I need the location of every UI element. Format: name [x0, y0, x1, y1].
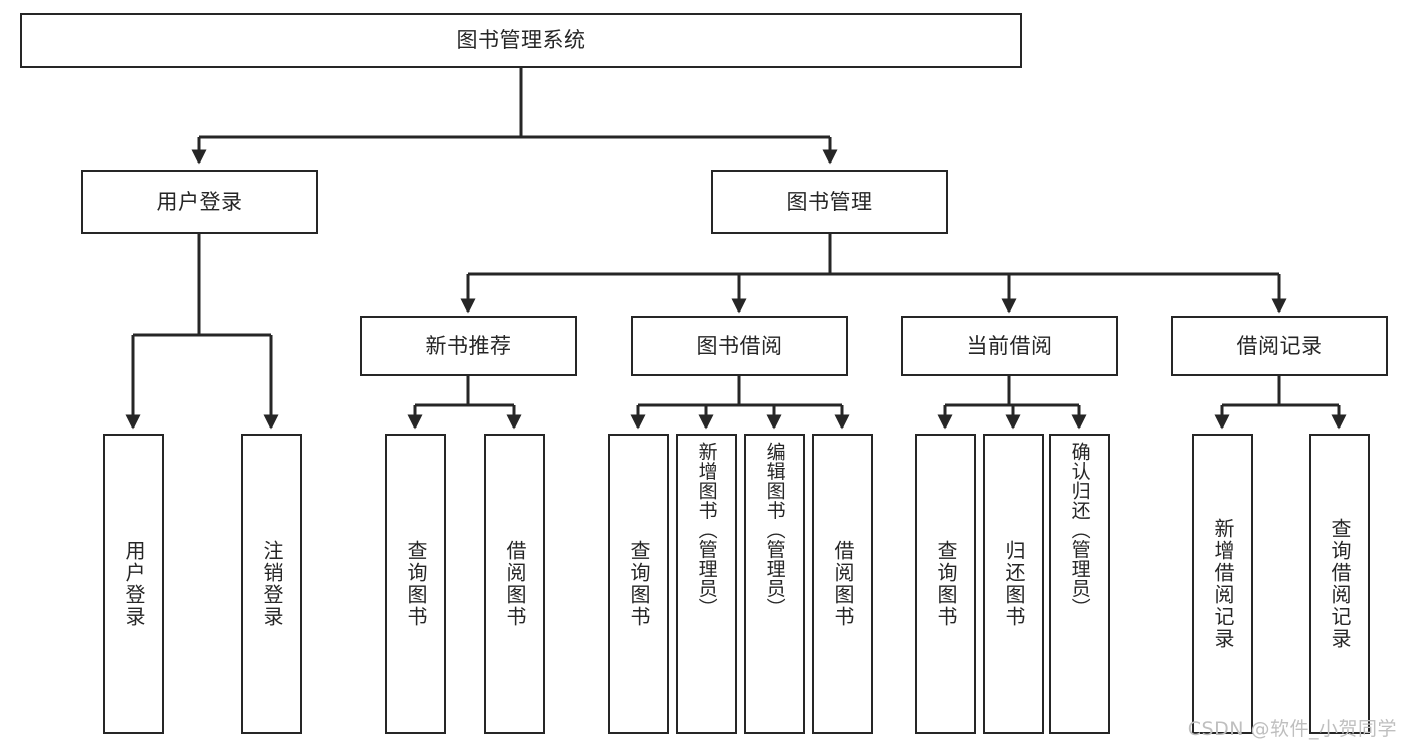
- node-label: 借阅图书: [831, 540, 855, 628]
- node-new-book-recommend[interactable]: 新书推荐: [360, 316, 577, 376]
- node-leaf-query-book-current[interactable]: 查询图书: [915, 434, 976, 734]
- node-leaf-add-borrow-record[interactable]: 新增借阅记录: [1192, 434, 1253, 734]
- node-leaf-confirm-return-admin[interactable]: 确认归还（管理员）: [1049, 434, 1110, 734]
- node-root-system[interactable]: 图书管理系统: [20, 13, 1022, 68]
- node-label: 查询图书: [934, 540, 958, 628]
- node-leaf-logout[interactable]: 注销登录: [241, 434, 302, 734]
- node-label: 编辑图书（管理员）: [763, 442, 786, 618]
- node-book-borrow[interactable]: 图书借阅: [631, 316, 848, 376]
- node-label: 新增借阅记录: [1211, 518, 1235, 650]
- node-label: 用户登录: [156, 189, 243, 214]
- node-label: 查询图书: [404, 540, 428, 628]
- node-leaf-return-book[interactable]: 归还图书: [983, 434, 1044, 734]
- node-user-login[interactable]: 用户登录: [81, 170, 318, 234]
- node-borrow-record[interactable]: 借阅记录: [1171, 316, 1388, 376]
- node-current-borrow[interactable]: 当前借阅: [901, 316, 1118, 376]
- node-label: 查询借阅记录: [1328, 518, 1352, 650]
- node-label: 图书管理: [786, 189, 873, 214]
- node-label: 确认归还（管理员）: [1068, 442, 1091, 618]
- node-label: 注销登录: [260, 540, 284, 628]
- node-leaf-query-borrow-record[interactable]: 查询借阅记录: [1309, 434, 1370, 734]
- node-label: 图书借阅: [696, 333, 783, 358]
- node-label: 图书管理系统: [456, 28, 586, 53]
- node-label: 借阅记录: [1236, 333, 1323, 358]
- node-leaf-query-book-borrow[interactable]: 查询图书: [608, 434, 669, 734]
- node-leaf-edit-book-admin[interactable]: 编辑图书（管理员）: [744, 434, 805, 734]
- node-label: 查询图书: [627, 540, 651, 628]
- node-leaf-borrow-book[interactable]: 借阅图书: [812, 434, 873, 734]
- node-leaf-borrow-book-recommend[interactable]: 借阅图书: [484, 434, 545, 734]
- csdn-watermark: CSDN @软件_小贺同学: [1187, 718, 1397, 740]
- node-label: 借阅图书: [503, 540, 527, 628]
- node-label: 新增图书（管理员）: [695, 442, 718, 618]
- node-leaf-add-book-admin[interactable]: 新增图书（管理员）: [676, 434, 737, 734]
- node-leaf-user-login[interactable]: 用户登录: [103, 434, 164, 734]
- node-label: 新书推荐: [425, 333, 512, 358]
- node-label: 当前借阅: [966, 333, 1053, 358]
- node-book-management[interactable]: 图书管理: [711, 170, 948, 234]
- node-label: 归还图书: [1002, 540, 1026, 628]
- node-leaf-query-book-recommend[interactable]: 查询图书: [385, 434, 446, 734]
- node-label: 用户登录: [122, 540, 146, 628]
